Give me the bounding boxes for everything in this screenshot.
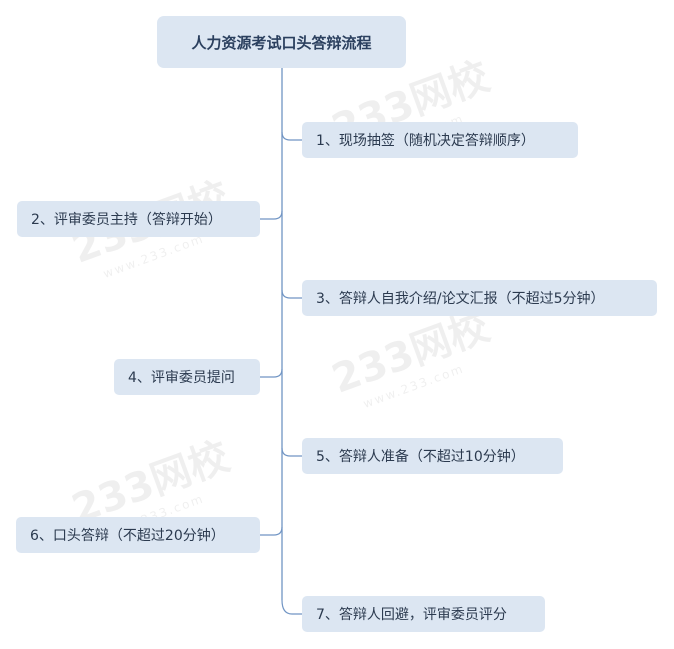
step-node-6[interactable]: 6、口头答辩（不超过20分钟） — [16, 517, 260, 553]
step-label: 7、答辩人回避，评审委员评分 — [316, 607, 507, 623]
connector-6 — [260, 526, 283, 536]
step-node-5[interactable]: 5、答辩人准备（不超过10分钟） — [302, 438, 563, 474]
step-node-3[interactable]: 3、答辩人自我介绍/论文汇报（不超过5分钟） — [302, 280, 657, 316]
step-node-4[interactable]: 4、评审委员提问 — [114, 359, 260, 395]
step-label: 6、口头答辩（不超过20分钟） — [30, 528, 225, 544]
connector-5 — [281, 447, 302, 457]
step-label: 1、现场抽签（随机决定答辩顺序） — [316, 133, 535, 149]
step-label: 4、评审委员提问 — [128, 370, 235, 386]
root-node[interactable]: 人力资源考试口头答辩流程 — [157, 16, 406, 68]
step-node-7[interactable]: 7、答辩人回避，评审委员评分 — [302, 596, 545, 632]
step-label: 3、答辩人自我介绍/论文汇报（不超过5分钟） — [316, 291, 605, 307]
step-label: 2、评审委员主持（答辩开始） — [31, 212, 222, 228]
connector-4 — [260, 368, 283, 378]
step-label: 5、答辩人准备（不超过10分钟） — [316, 449, 525, 465]
connector-2 — [260, 210, 283, 220]
step-node-1[interactable]: 1、现场抽签（随机决定答辩顺序） — [302, 122, 578, 158]
root-label: 人力资源考试口头答辩流程 — [191, 33, 372, 52]
connector-7 — [281, 599, 302, 615]
connector-3 — [281, 289, 302, 299]
connector-1 — [281, 131, 302, 141]
step-node-2[interactable]: 2、评审委员主持（答辩开始） — [17, 201, 260, 237]
